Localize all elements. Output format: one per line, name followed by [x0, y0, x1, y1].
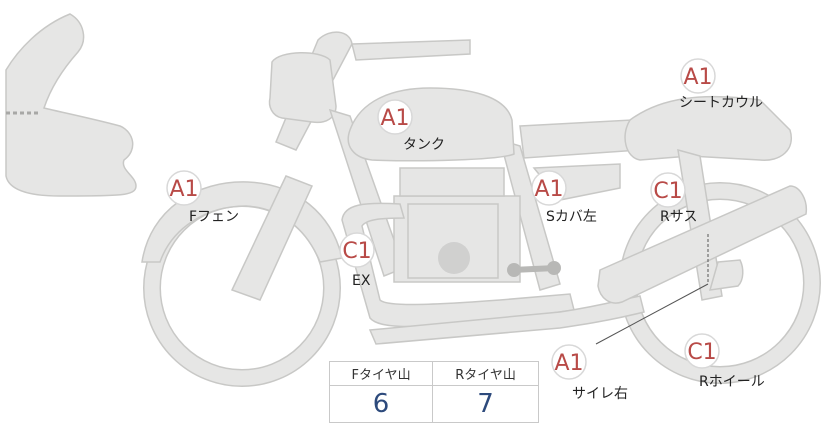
front-tire-tread-value: 6: [328, 385, 434, 423]
frame-drawing: [328, 95, 793, 301]
marker-rear-wheel: C1 Rホイール: [684, 333, 765, 390]
label-front-fender: Fフェン: [189, 209, 239, 225]
marker-muffler-right: A1 サイレ右: [551, 344, 628, 402]
rear-tire-tread-header: Rタイヤ山: [432, 361, 539, 386]
label-muffler-right: サイレ右: [572, 386, 628, 402]
marker-tank: A1 タンク: [377, 99, 445, 153]
grade-side-cover-left: A1: [534, 177, 563, 202]
front-cowl-drawing: [5, 13, 137, 197]
marker-side-cover-left: A1 Sカバ左: [531, 170, 597, 225]
grade-exhaust: C1: [342, 239, 371, 264]
grade-rear-suspension: C1: [653, 179, 682, 204]
marker-seat-cowl: A1 シートカウル: [679, 58, 763, 111]
marker-rear-suspension: C1 Rサス: [650, 172, 697, 225]
label-tank: タンク: [403, 137, 445, 153]
tire-tread-table: Fタイヤ山 Rタイヤ山 6 7: [328, 361, 539, 423]
label-rear-suspension: Rサス: [660, 209, 697, 225]
grade-tank: A1: [380, 106, 409, 131]
grade-seat-cowl: A1: [683, 65, 712, 90]
label-rear-wheel: Rホイール: [699, 374, 765, 390]
label-side-cover-left: Sカバ左: [546, 209, 597, 225]
leader-lines: [595, 234, 709, 345]
grade-muffler-right: A1: [554, 351, 583, 376]
label-exhaust: EX: [352, 273, 371, 289]
engine-drawing: [393, 167, 561, 283]
grade-front-fender: A1: [169, 177, 198, 202]
exhaust-drawing: [341, 202, 645, 345]
rear-tire-tread-value: 7: [432, 385, 539, 423]
marker-exhaust: C1 EX: [339, 232, 375, 289]
marker-front-fender: A1 Fフェン: [166, 170, 239, 225]
label-seat-cowl: シートカウル: [679, 95, 763, 111]
front-fork-drawing: [230, 31, 471, 301]
muffler-drawing: [597, 185, 808, 304]
front-tire-tread-header: Fタイヤ山: [328, 361, 434, 386]
grade-rear-wheel: C1: [687, 340, 716, 365]
